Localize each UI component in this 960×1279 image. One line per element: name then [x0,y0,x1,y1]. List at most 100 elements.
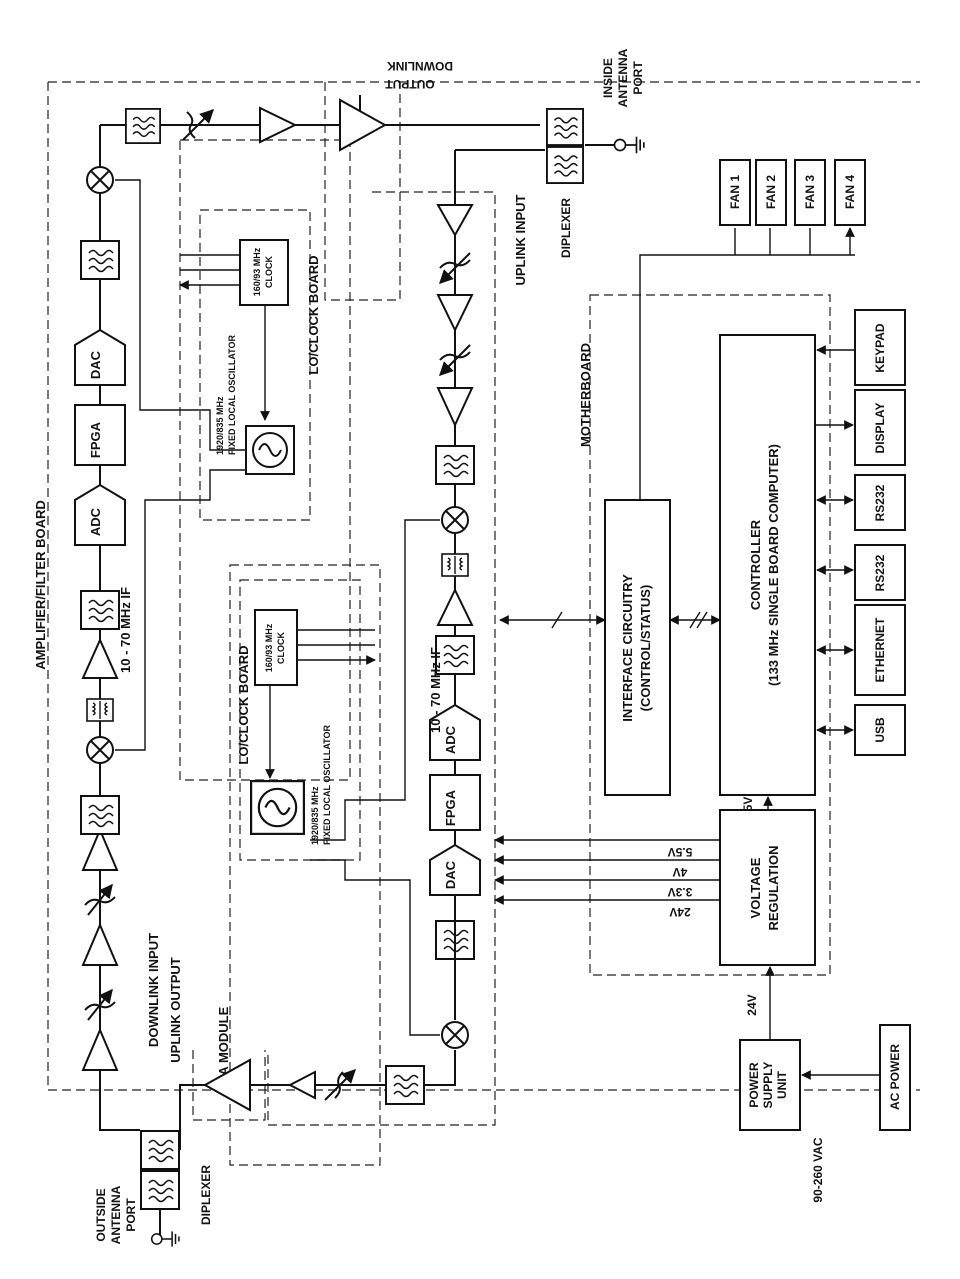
controller-box [719,334,816,796]
fan-4-label: FAN 4 [843,175,857,209]
rail-label-3-3v: 3.3V [668,885,693,899]
inside-antenna-ground-icon [613,135,645,155]
downlink-attenuator-2 [84,883,116,916]
downlink-dac-block: DAC [74,328,126,386]
uplink-path-outline [267,191,496,1126]
label-5v: 5V [741,797,755,812]
fan-4-box [834,159,866,226]
motherboard: MOTHERBOARD INTERFACE CIRCUITRY (CONTROL… [494,254,855,966]
lo-clock-board-bottom-label: LO/CLOCK BOARD [236,645,251,764]
lo-top-label-1: 1920/835 MHz [215,396,225,455]
uplink-output-line [179,1084,205,1150]
display-label: DISPLAY [873,403,887,454]
uplink-adc-label: ADC [443,725,458,754]
lo-to-uplink-mixer-top [310,519,440,841]
inside-diplexer: DIPLEXER INSIDE ANTENNA PORT DOWNLINK OU… [385,48,645,258]
keypad-label: KEYPAD [873,323,887,372]
lo-clock-board-bottom: LO/CLOCK BOARD 160/93 MHz CLOCK 1920/835… [236,609,375,845]
lo-bottom-oscillator [250,780,305,835]
pa-module-downlink-outline [324,82,401,301]
fan-3-box [794,159,826,226]
downlink-amplifier-3 [81,827,119,871]
voltage-regulation-label-2: REGULATION [766,846,781,931]
keypad-box [854,309,906,386]
psu-label-3: UNIT [775,1070,789,1099]
uplink-bottom-attenuator [324,1069,356,1101]
display-box [854,389,906,466]
downlink-output-attenuator [182,109,214,141]
downlink-chain: ADC FPGA DAC [74,95,540,1131]
downlink-mixer-2 [86,166,114,194]
uplink-bottom-filter [385,1065,425,1105]
outside-antenna-label-1: OUTSIDE [94,1188,108,1241]
uplink-mixer-top [441,506,469,534]
inside-antenna-label-2: ANTENNA [616,48,630,107]
downlink-dac-label: DAC [88,350,103,379]
outside-antenna-ground-icon [150,1230,180,1248]
fan-3-label: FAN 3 [803,175,817,209]
downlink-driver-amplifier [259,106,298,144]
uplink-fpga-block: FPGA [429,774,481,831]
downlink-input-label: DOWNLINK INPUT [146,933,161,1047]
lo-clock-board-top: LO/CLOCK BOARD 160/93 MHz CLOCK 1920/835… [180,239,321,475]
bus-slash-1 [551,611,563,629]
uplink-attenuator-2 [439,344,471,376]
downlink-if-amplifier [81,637,119,679]
power-section: POWER SUPPLY UNIT 24V AC POWER 90-260 VA… [739,966,911,1203]
clock-bottom-label-2: CLOCK [276,632,286,664]
region-outlines [47,81,920,1166]
downlink-power-amplifier [339,98,388,152]
downlink-if-filter [80,590,120,630]
lo-bottom-label-2: FIXED LOCAL OSCILLATOR [322,724,332,845]
bus-slash-2 [689,611,708,629]
lo-clock-board-bottom-outline [229,564,381,1166]
fan-arrows [734,228,850,255]
inside-antenna-label-1: INSIDE [601,58,615,98]
rs232-1-label: RS232 [873,484,887,521]
rail-label-24v: 24V [669,905,690,919]
clock-top-label-2: CLOCK [264,256,274,288]
psu-24v-label: 24V [745,994,759,1015]
fan-1-label: FAN 1 [728,175,742,209]
downlink-fpga-block: FPGA [74,404,126,466]
if-bottom-label: 10 - 70 MHz IF [428,647,443,733]
downlink-amplifier-2 [81,922,119,966]
fan-2-box [755,159,787,226]
uplink-chain: DAC FPGA ADC 10 - 70 MHz IF UPLINK INPUT [179,149,545,1150]
downlink-fpga-label: FPGA [88,421,103,458]
lo-to-downlink-mixer-1 [115,469,250,751]
lo-top-oscillator [245,425,295,475]
amplifier-filter-board-outline [47,81,920,1091]
fan-2-label: FAN 2 [764,175,778,209]
clock-bottom-outputs [297,629,375,660]
uplink-top-filter [435,445,475,485]
lo-top-label-2: FIXED LOCAL OSCILLATOR [227,334,237,455]
uplink-fpga-label: FPGA [443,789,458,826]
downlink-attenuator-1 [84,988,116,1021]
usb-box [854,704,906,756]
uplink-adc-block: ADC [429,703,481,761]
ethernet-box [854,604,906,696]
interface-circuitry-label-2: (CONTROL/STATUS) [638,585,653,712]
rail-label-5-5v: 5.5V [668,845,693,859]
inside-diplexer-filter-a [545,108,585,146]
fans: FAN 1 FAN 2 FAN 3 FAN 4 [719,159,866,255]
uplink-amplifier-3 [436,387,474,428]
controller-label-2: (133 MHz SINGLE BOARD COMPUTER) [766,444,781,686]
ethernet-label: ETHERNET [873,617,887,682]
downlink-lna-amplifier [81,1027,119,1071]
interface-circuitry-box [604,499,671,796]
if-top-label: 10 - 70 MHz IF [118,587,133,673]
uplink-output-label: UPLINK OUTPUT [168,957,183,1063]
lo-to-uplink-mixer-bottom [310,859,440,1036]
downlink-output-filter [125,108,161,144]
rs232-1-box [854,474,906,531]
interface-to-fans-line [639,254,855,500]
uplink-amplifier-2 [436,294,474,333]
uplink-attenuator-1 [439,252,471,284]
lo-clock-board-top-label: LO/CLOCK BOARD [306,255,321,374]
uplink-dac-block: DAC [429,843,481,896]
downlink-filter-2 [80,240,120,280]
downlink-output-label-2: OUTPUT [385,77,435,91]
